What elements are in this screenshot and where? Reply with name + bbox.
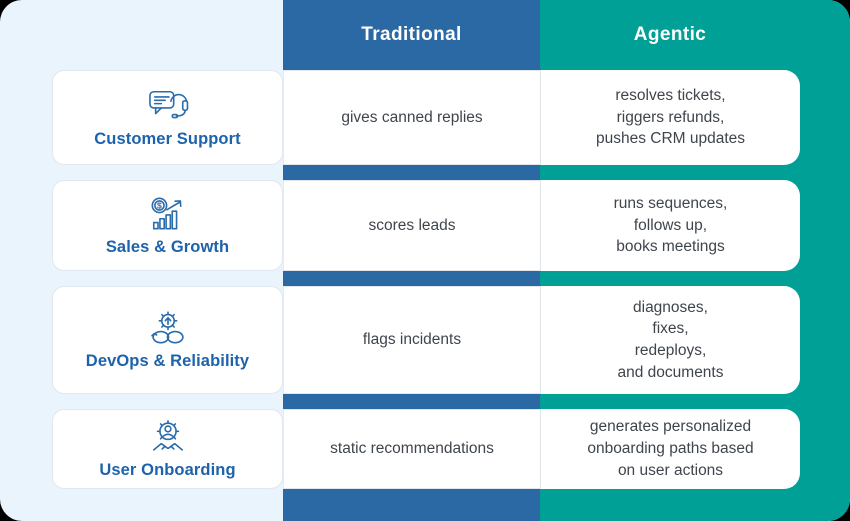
row-label-card-devops-reliability: DevOps & Reliability [52, 286, 283, 394]
infinity-gear-icon [145, 310, 191, 347]
agentic-cell-user-onboarding: generates personalized onboarding paths … [540, 409, 800, 489]
traditional-header-label: Traditional [361, 24, 462, 45]
traditional-cell-text: flags incidents [362, 331, 462, 348]
agentic-cell-devops-reliability: diagnoses, fixes, redeploys, and documen… [540, 286, 800, 394]
agentic-cell-sales-growth: runs sequences, follows up, books meetin… [540, 180, 800, 271]
row-label-customer-support: Customer Support [94, 129, 241, 148]
agentic-header: Agentic [540, 0, 800, 70]
agentic-cell-text: runs sequences, follows up, books meetin… [613, 194, 728, 256]
agentic-header-label: Agentic [633, 24, 707, 45]
row-label-devops-reliability: DevOps & Reliability [85, 351, 250, 370]
traditional-cell-text: static recommendations [330, 440, 494, 457]
traditional-cell-text: gives canned replies [341, 108, 483, 126]
row-label-card-sales-growth: $ Sales & Growth [52, 180, 283, 271]
gear-person-handshake-icon [147, 418, 189, 456]
headset-chat-icon [145, 87, 191, 125]
coin-growth-chart-icon: $ [146, 195, 190, 233]
agentic-cell-customer-support: resolves tickets, riggers refunds, pushe… [540, 70, 800, 165]
traditional-header: Traditional [283, 0, 540, 70]
row-label-card-user-onboarding: User Onboarding [52, 409, 283, 489]
traditional-cell-customer-support: gives canned replies [283, 70, 540, 165]
row-label-card-customer-support: Customer Support [52, 70, 283, 165]
traditional-cell-devops-reliability: flags incidents [283, 286, 540, 394]
agentic-cell-text: generates personalized onboarding paths … [587, 418, 754, 479]
svg-text:$: $ [157, 200, 162, 210]
row-label-user-onboarding: User Onboarding [99, 461, 236, 479]
agentic-cell-text: resolves tickets, riggers refunds, pushe… [595, 86, 746, 148]
row-label-sales-growth: Sales & Growth [105, 237, 230, 256]
traditional-cell-text: scores leads [368, 216, 456, 234]
agentic-cell-text: diagnoses, fixes, redeploys, and documen… [617, 298, 724, 381]
traditional-cell-user-onboarding: static recommendations [283, 409, 540, 489]
traditional-cell-sales-growth: scores leads [283, 180, 540, 271]
